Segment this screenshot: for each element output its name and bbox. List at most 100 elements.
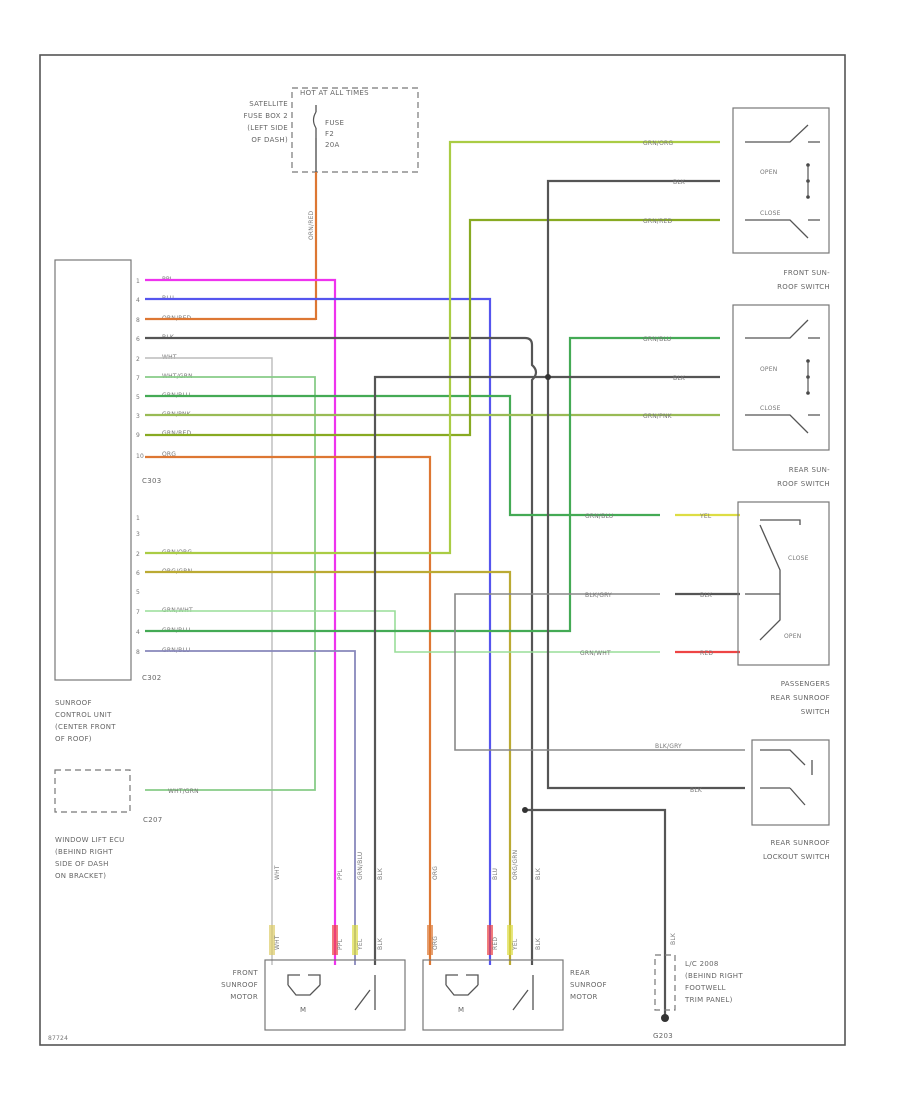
svg-text:7: 7 [136, 375, 140, 382]
wire-label: BLK [673, 375, 686, 382]
diagram-frame [39, 54, 846, 1046]
front-motor-label-1: FRONT [233, 969, 259, 977]
svg-text:2: 2 [136, 551, 140, 558]
svg-text:YEL: YEL [512, 938, 519, 951]
window-ecu-label-1: WINDOW LIFT ECU [55, 836, 125, 844]
control-unit-label-1: SUNROOF [55, 699, 92, 707]
wire-label: GRN/BLU [585, 513, 613, 520]
rear-switch-close: CLOSE [760, 405, 781, 412]
wire-label: GRN/ORG [643, 140, 673, 147]
window-ecu-label-3: SIDE OF DASH [55, 860, 109, 868]
lockout-switch-label-1: REAR SUNROOF [771, 839, 830, 847]
control-unit-label-2: CONTROL UNIT [55, 711, 112, 719]
fuse-number: F2 [325, 130, 334, 138]
ground-label-2: (BEHIND RIGHT [685, 972, 743, 980]
front-motor-label-2: SUNROOF [221, 981, 258, 989]
passenger-switch-open: OPEN [784, 633, 801, 640]
ground-point: BLK L/C 2008 (BEHIND RIGHT FOOTWELL TRIM… [653, 932, 743, 1040]
ground-label-3: FOOTWELL [685, 984, 726, 992]
svg-text:2: 2 [136, 356, 140, 363]
svg-text:4: 4 [136, 297, 140, 304]
svg-text:5: 5 [136, 589, 140, 596]
svg-text:RED: RED [492, 937, 499, 950]
svg-text:8: 8 [136, 649, 140, 656]
motor-symbol: M [458, 1006, 464, 1014]
front-switch-open: OPEN [760, 169, 777, 176]
svg-text:BLK: BLK [535, 937, 542, 950]
motor-wire-labels: WHT PPL GRN/BLU BLK WHT PPL YEL BLK ORG … [274, 850, 542, 951]
lockout-switch-label-2: LOCKOUT SWITCH [763, 853, 830, 861]
passenger-rear-sunroof-switch: CLOSE OPEN PASSENGERS REAR SUNROOF SWITC… [580, 501, 831, 716]
window-ecu-label-4: ON BRACKET) [55, 872, 106, 880]
front-motor-label-3: MOTOR [230, 993, 258, 1001]
pin-label: GRN/RED [162, 430, 191, 437]
svg-text:ORG: ORG [432, 866, 439, 880]
wire-label: GRN/PNK [643, 413, 673, 420]
wire-label: BLK [700, 592, 713, 599]
front-sunroof-motor: M FRONT SUNROOF MOTOR [221, 925, 406, 1031]
rear-switch-open: OPEN [760, 366, 777, 373]
passenger-switch-label-3: SWITCH [801, 708, 830, 716]
svg-text:ORG: ORG [432, 936, 439, 950]
window-lift-ecu: WHT/GRN C207 WINDOW LIFT ECU (BEHIND RIG… [54, 769, 199, 880]
diagram-code: 87724 [48, 1035, 68, 1042]
svg-text:3: 3 [136, 531, 140, 538]
wire-label: GRN/RED [643, 218, 672, 225]
svg-text:7: 7 [136, 609, 140, 616]
motor-symbol: M [300, 1006, 306, 1014]
svg-text:BLK: BLK [377, 867, 384, 880]
passenger-switch-label-1: PASSENGERS [781, 680, 831, 688]
splice-dot [522, 807, 528, 813]
ground-id: G203 [653, 1032, 673, 1040]
wire-label: GRN/WHT [580, 650, 611, 657]
svg-text:1: 1 [136, 515, 140, 522]
wire-label: BLK [690, 787, 703, 794]
wire-label: BLK [673, 179, 686, 186]
passenger-switch-close: CLOSE [788, 555, 809, 562]
wire-label: BLK/GRY [655, 743, 682, 750]
ground-label-4: TRIM PANEL) [684, 996, 733, 1004]
svg-text:YEL: YEL [357, 938, 364, 951]
fuse-panel-label-2: FUSE BOX 2 [244, 112, 288, 120]
svg-text:WHT: WHT [274, 865, 281, 880]
connector-c207: C207 [143, 816, 162, 824]
fuse-panel-label-3: (LEFT SIDE [247, 124, 288, 132]
ground-label-1: L/C 2008 [685, 960, 719, 968]
rear-sunroof-lockout-switch: REAR SUNROOF LOCKOUT SWITCH BLK/GRY BLK [655, 739, 830, 861]
svg-text:ORG/GRN: ORG/GRN [512, 850, 519, 880]
fuse-panel-label-4: OF DASH) [251, 136, 288, 144]
fuse-panel-label-1: SATELLITE [249, 100, 288, 108]
ground-dot [661, 1014, 669, 1022]
window-ecu-label-2: (BEHIND RIGHT [55, 848, 113, 856]
switch-contact [745, 219, 820, 239]
connector-c303: C303 [142, 477, 161, 485]
control-unit-label-3: (CENTER FRONT [55, 723, 116, 731]
svg-text:3: 3 [136, 413, 140, 420]
wire-label: RED [700, 650, 713, 657]
svg-text:5: 5 [136, 394, 140, 401]
fuse-panel: HOT AT ALL TIMES SATELLITE FUSE BOX 2 (L… [244, 87, 419, 173]
svg-text:BLK: BLK [535, 867, 542, 880]
pin-label: ORG [162, 451, 176, 458]
svg-text:1: 1 [136, 278, 140, 285]
rear-motor-label-3: MOTOR [570, 993, 598, 1001]
svg-text:9: 9 [136, 432, 140, 439]
svg-text:BLK: BLK [377, 937, 384, 950]
wire-label: BLK [670, 932, 677, 945]
rear-sunroof-motor: M REAR SUNROOF MOTOR [422, 925, 607, 1031]
control-unit-label-4: OF ROOF) [55, 735, 92, 743]
fuse-rating: 20A [325, 141, 340, 149]
front-switch-close: CLOSE [760, 210, 781, 217]
c303-pin-labels: PPL BLU ORN/RED BLK WHT WHT/GRN GRN/BLU … [162, 276, 193, 654]
splice-dot [545, 374, 551, 380]
svg-text:6: 6 [136, 570, 140, 577]
fuse-name: FUSE [325, 119, 344, 127]
svg-text:PPL: PPL [337, 938, 344, 950]
wire-label: WHT/GRN [168, 788, 199, 795]
svg-text:6: 6 [136, 336, 140, 343]
rear-motor-label-1: REAR [570, 969, 590, 977]
fuse-wire-label: ORN/RED [308, 210, 315, 240]
svg-text:GRN/BLU: GRN/BLU [357, 852, 364, 880]
passenger-switch-label-2: REAR SUNROOF [771, 694, 830, 702]
